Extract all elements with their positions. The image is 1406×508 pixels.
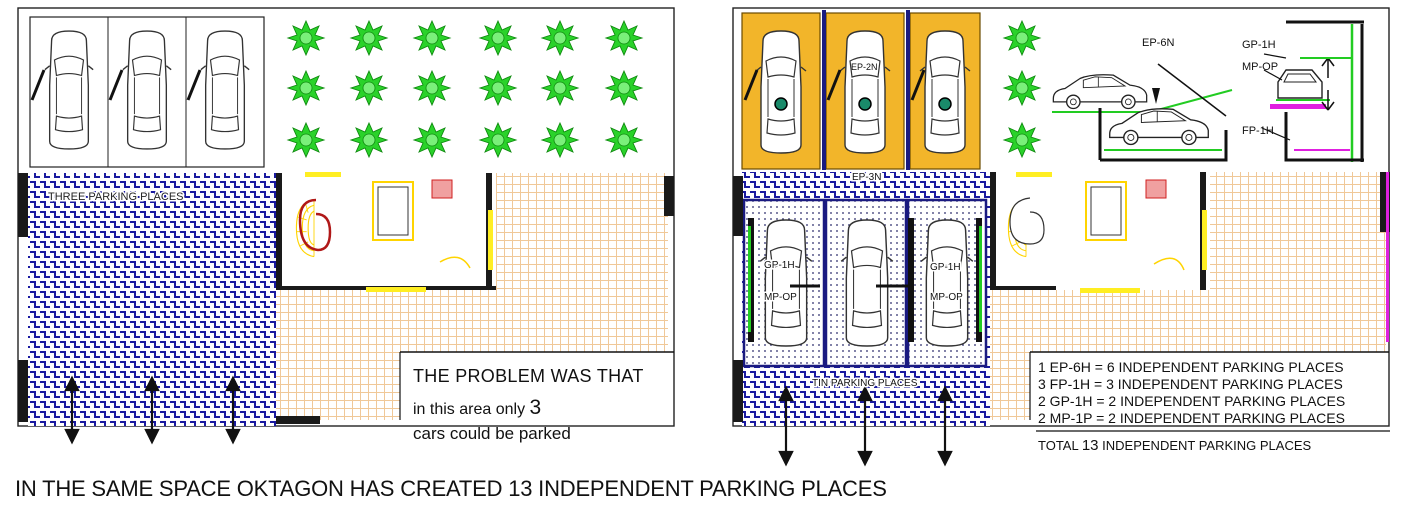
left-garage-bays bbox=[29, 16, 265, 168]
label-ep-3n: EP-3N bbox=[852, 172, 881, 183]
label-ep-2n: EP-2N bbox=[851, 62, 878, 72]
left-tiled-floor bbox=[276, 173, 668, 420]
problem-line-2: in this area only 3 bbox=[413, 396, 541, 420]
label-gp-1h-top: GP-1H bbox=[1242, 39, 1276, 51]
label-gp-1h-left: GP-1H bbox=[764, 260, 795, 271]
right-tiled-floor bbox=[990, 172, 1386, 420]
label-mp-op-top: MP-OP bbox=[1242, 61, 1278, 73]
right-area-label: TIN PARKING PLACES bbox=[812, 378, 918, 389]
gp-mp-lift bbox=[1261, 20, 1364, 162]
bottom-caption: IN THE SAME SPACE OKTAGON HAS CREATED 13… bbox=[15, 476, 887, 501]
left-plan: THREE PARKING PLACES bbox=[17, 7, 675, 445]
left-entry-arrows bbox=[64, 375, 241, 445]
left-house-room bbox=[276, 172, 496, 292]
summary-row: 3 FP-1H = 3 INDEPENDENT PARKING PLACES bbox=[1038, 376, 1343, 392]
summary-row: 2 MP-1P = 2 INDEPENDENT PARKING PLACES bbox=[1038, 410, 1345, 426]
right-plan: EP-2N EP-6N GP-1H MP-OP FP-1H EP-3N GP-1… bbox=[732, 7, 1390, 467]
summary-total-prefix: TOTAL bbox=[1038, 438, 1079, 453]
label-gp-1h-right: GP-1H bbox=[930, 262, 961, 273]
label-mp-op-left: MP-OP bbox=[764, 292, 797, 303]
problem-line-2-text: in this area only bbox=[413, 401, 526, 418]
summary-row: 1 EP-6H = 6 INDEPENDENT PARKING PLACES bbox=[1038, 359, 1344, 375]
label-mp-op-right: MP-OP bbox=[930, 292, 963, 303]
summary-row: 2 GP-1H = 2 INDEPENDENT PARKING PLACES bbox=[1038, 393, 1346, 409]
right-entry-arrows bbox=[778, 385, 953, 467]
right-yellow-bays bbox=[741, 10, 981, 170]
label-ep-6n: EP-6N bbox=[1142, 37, 1174, 49]
problem-count: 3 bbox=[529, 396, 542, 419]
right-puzzle-bays bbox=[742, 198, 988, 368]
left-area-label: THREE PARKING PLACES bbox=[48, 191, 184, 203]
problem-heading: THE PROBLEM WAS THAT bbox=[413, 366, 644, 386]
problem-line-3: cars could be parked bbox=[413, 424, 571, 443]
summary-total-number: 13 bbox=[1081, 437, 1099, 454]
right-house-room bbox=[990, 172, 1210, 293]
summary-total: TOTAL 13 INDEPENDENT PARKING PLACES bbox=[1038, 437, 1311, 454]
summary-total-suffix: INDEPENDENT PARKING PLACES bbox=[1102, 438, 1312, 453]
label-fp-1h: FP-1H bbox=[1242, 125, 1274, 137]
ep6n-lift bbox=[1052, 63, 1233, 162]
